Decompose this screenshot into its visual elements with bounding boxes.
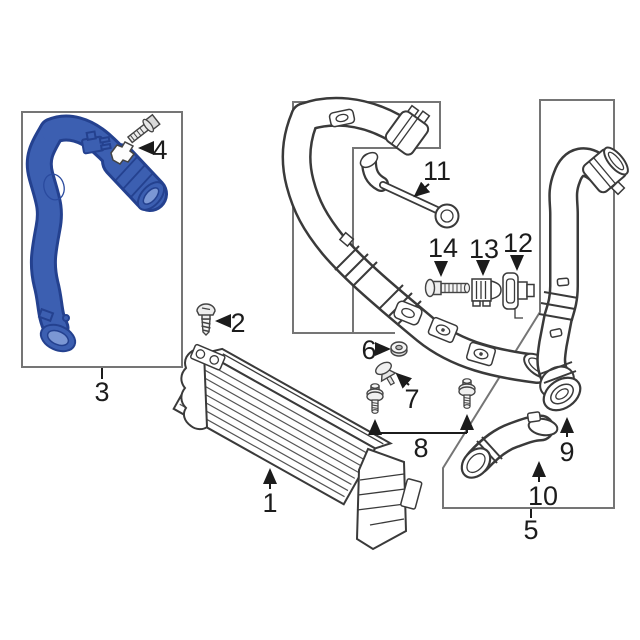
pipe-clip-nut-1 [427, 316, 459, 344]
blue-charge-hose-part-3 [25, 114, 168, 353]
callout-leader-7 [395, 372, 413, 389]
callout-number-12: 12 [503, 228, 533, 258]
bolt-part-8-left [366, 383, 384, 414]
bolt-part-8-right [458, 378, 476, 409]
callout-leader-11 [413, 181, 431, 198]
callout-number-9: 9 [559, 437, 574, 467]
grommet-part-6 [390, 341, 408, 357]
elbow-hose-part-10 [460, 411, 559, 479]
callout-number-3: 3 [94, 377, 109, 407]
outlet-hose-part-9 [536, 146, 629, 412]
group-box-middle-assembly [292, 101, 441, 334]
intercooler-left-end-cap [180, 347, 209, 431]
bolt-part-14 [424, 278, 471, 298]
pipe-bracket-tab [393, 300, 423, 326]
intercooler-part-1 [172, 343, 423, 551]
pipe-clip-nut-2 [465, 341, 497, 367]
callout-number-13: 13 [469, 234, 499, 264]
callout-number-4: 4 [152, 135, 167, 165]
callout-number-7: 7 [404, 384, 419, 414]
callout-number-11: 11 [423, 156, 451, 186]
screw-part-2 [196, 303, 216, 336]
sensor-part-13 [471, 278, 502, 307]
hose9-outlet-opening [542, 376, 582, 412]
callout-numbers: 1 2 3 4 5 6 7 8 9 10 11 12 13 14 [94, 135, 574, 545]
bolt-icon-part-4 [126, 113, 161, 144]
sensor-part-12 [502, 272, 535, 319]
callout-number-10: 10 [528, 481, 558, 511]
pipe-top-tab [328, 108, 356, 128]
callout-number-5: 5 [523, 515, 538, 545]
intercooler-right-tank [355, 447, 423, 551]
callout-number-6: 6 [361, 335, 376, 365]
blue-hose-lower-opening [39, 323, 77, 353]
group-box-part-5 [442, 99, 615, 509]
callout-leaders [101, 141, 574, 518]
clip-part-4 [110, 141, 136, 165]
pipe-upper-cuff [384, 104, 431, 156]
blue-hose-upper-opening [136, 181, 166, 211]
group-box-part-3 [21, 111, 183, 368]
intercooler-mount-bracket [190, 343, 226, 371]
push-pin-part-7 [375, 361, 397, 386]
blue-hose-connector [81, 130, 112, 155]
callout-number-1: 1 [262, 488, 277, 518]
callout-number-14: 14 [428, 233, 458, 263]
callout-number-2: 2 [230, 308, 245, 338]
hose10-left-opening [460, 447, 492, 479]
callout-number-8: 8 [413, 433, 428, 463]
vacuum-tube-part-11 [359, 151, 460, 229]
